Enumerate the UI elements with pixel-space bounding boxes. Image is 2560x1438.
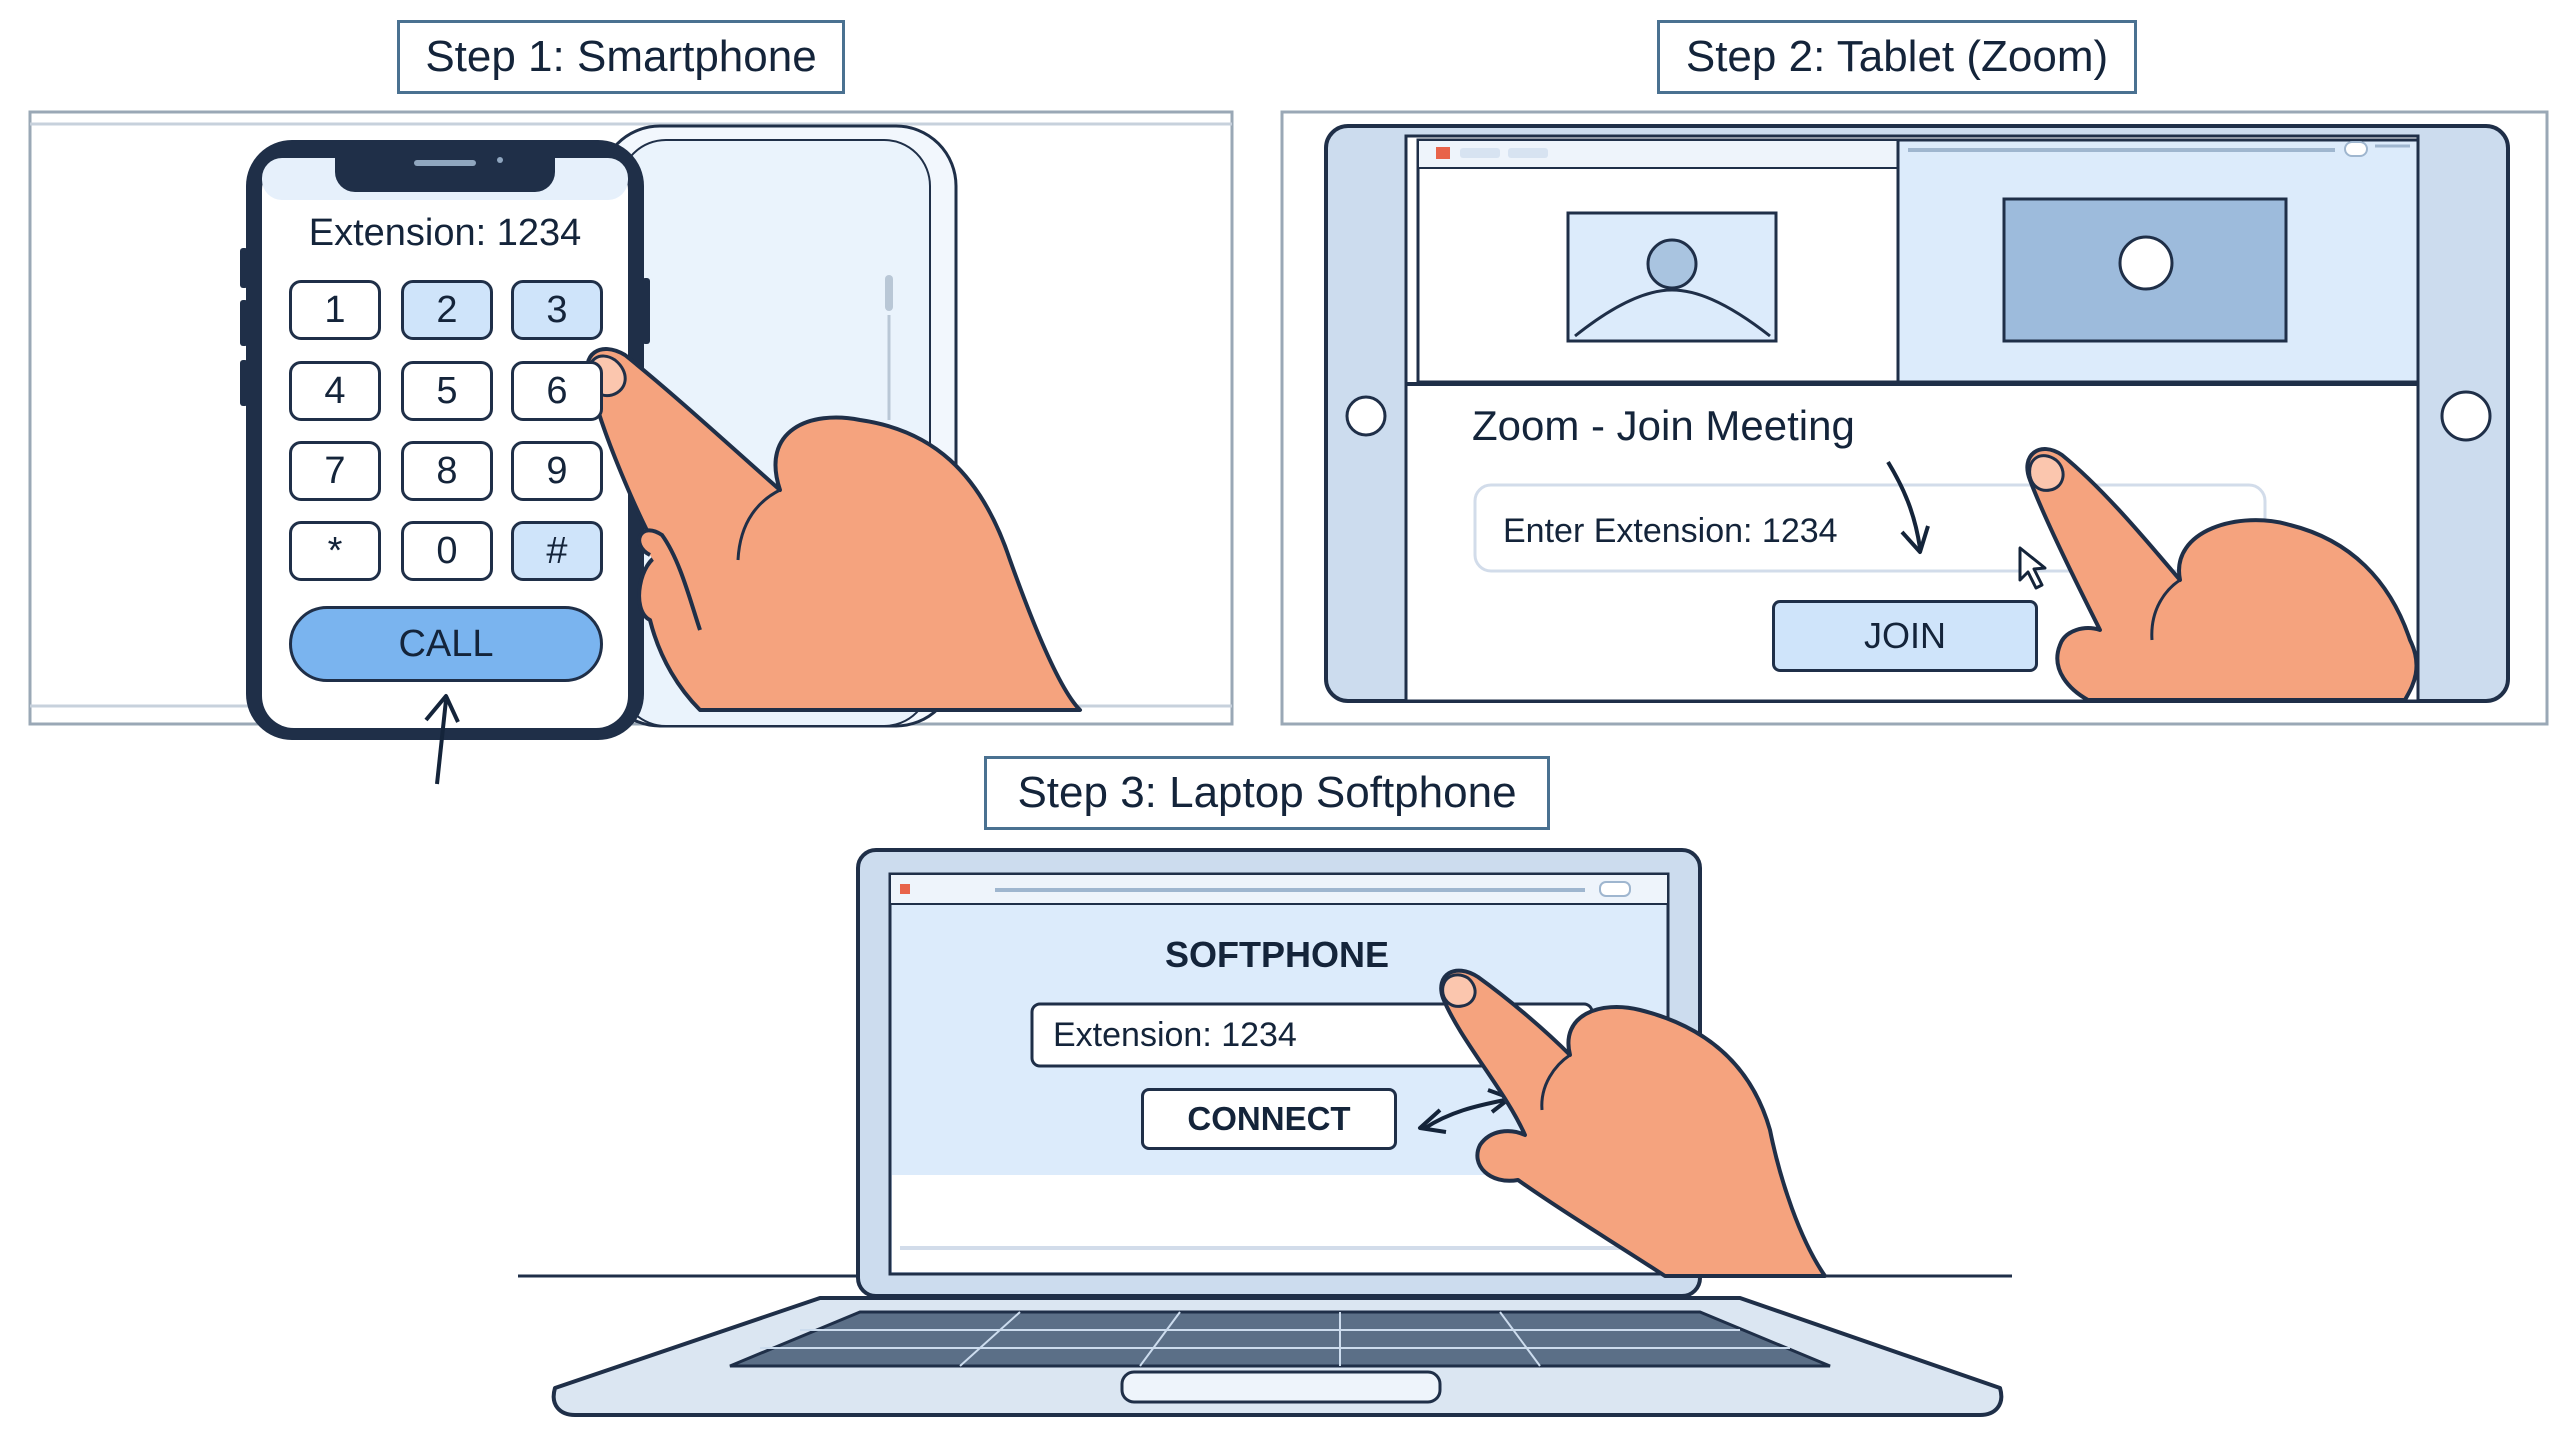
phone-notch: [335, 158, 555, 192]
hand2-knuckle: [2150, 578, 2181, 641]
hand3-knuckle: [1540, 1053, 1571, 1111]
laptop-keyboard: [729, 1310, 1831, 1368]
arrow-icon: [1423, 1098, 1506, 1130]
laptop-titlebar-red-dot: [900, 884, 910, 894]
call-arrow-head: [424, 694, 460, 723]
tablet-left-button: [1345, 395, 1387, 437]
mouse-cursor-icon: [2018, 546, 2047, 590]
keypad-key-star[interactable]: *: [289, 521, 381, 581]
keypad-key-8[interactable]: 8: [401, 441, 493, 501]
step3-label: Step 3: Laptop Softphone: [984, 756, 1550, 830]
finger-hand-icon: [585, 347, 1082, 712]
phone-camera: [497, 157, 503, 163]
phone-speaker: [414, 160, 476, 166]
arrow-icon: [1886, 460, 1922, 549]
keyboard-col-2: [1139, 1311, 1181, 1367]
keypad-key-9[interactable]: 9: [511, 441, 603, 501]
zoom-meeting-title: Zoom - Join Meeting: [1472, 402, 1855, 449]
laptop-touchpad: [1120, 1370, 1442, 1404]
keypad-key-5[interactable]: 5: [401, 361, 493, 421]
person-avatar-frame: [1566, 211, 1778, 343]
titlebar-tab-2: [1508, 148, 1548, 158]
phone-extension-text: Extension: 1234: [308, 212, 582, 254]
keypad-key-7[interactable]: 7: [289, 441, 381, 501]
softphone-extension-input[interactable]: Extension: 1234: [1053, 1016, 1297, 1054]
phone-side-button-3: [240, 360, 248, 406]
finger-hand-icon: [1439, 968, 1827, 1278]
rear-phone-side-bar: [885, 275, 893, 311]
keypad-key-3[interactable]: 3: [511, 280, 603, 340]
person-avatar-icon: [1646, 238, 1698, 290]
finger-hand-icon: [2025, 447, 2419, 702]
keyboard-col-4: [1499, 1311, 1541, 1367]
arrow-head-3b: [1418, 1108, 1447, 1134]
join-button[interactable]: JOIN: [1772, 600, 2038, 672]
softphone-title: SOFTPHONE: [1165, 934, 1390, 975]
keypad-key-4[interactable]: 4: [289, 361, 381, 421]
phone-side-button-right: [642, 278, 650, 344]
keypad-key-0[interactable]: 0: [401, 521, 493, 581]
keypad-key-hash[interactable]: #: [511, 521, 603, 581]
hand2-fingernail: [2028, 454, 2065, 492]
call-button[interactable]: CALL: [289, 606, 603, 682]
hand1-thumb: [637, 528, 702, 631]
camera-off-circle: [2118, 235, 2174, 291]
person-avatar-shoulders: [1574, 288, 1771, 338]
hand3-fingernail: [1441, 973, 1477, 1008]
connect-button[interactable]: CONNECT: [1141, 1088, 1397, 1150]
phone-side-button-1: [240, 248, 248, 288]
keyboard-col-1: [959, 1311, 1021, 1367]
call-arrow-icon: [435, 699, 448, 785]
tablet-right-button: [2440, 390, 2492, 442]
tile-right-bar-pill: [2344, 141, 2368, 157]
step1-label: Step 1: Smartphone: [397, 20, 845, 94]
titlebar-red-dot: [1436, 147, 1450, 159]
laptop-titlebar-pill: [1599, 881, 1631, 897]
phone-side-button-2: [240, 300, 248, 346]
arrow-head-2: [1900, 525, 1930, 554]
keypad-key-6[interactable]: 6: [511, 361, 603, 421]
step2-label: Step 2: Tablet (Zoom): [1657, 20, 2137, 94]
keypad-key-1[interactable]: 1: [289, 280, 381, 340]
hand1-knuckle: [736, 488, 781, 561]
keypad-key-2[interactable]: 2: [401, 280, 493, 340]
titlebar-tab-1: [1460, 148, 1500, 158]
zoom-extension-input[interactable]: Enter Extension: 1234: [1503, 512, 1838, 550]
